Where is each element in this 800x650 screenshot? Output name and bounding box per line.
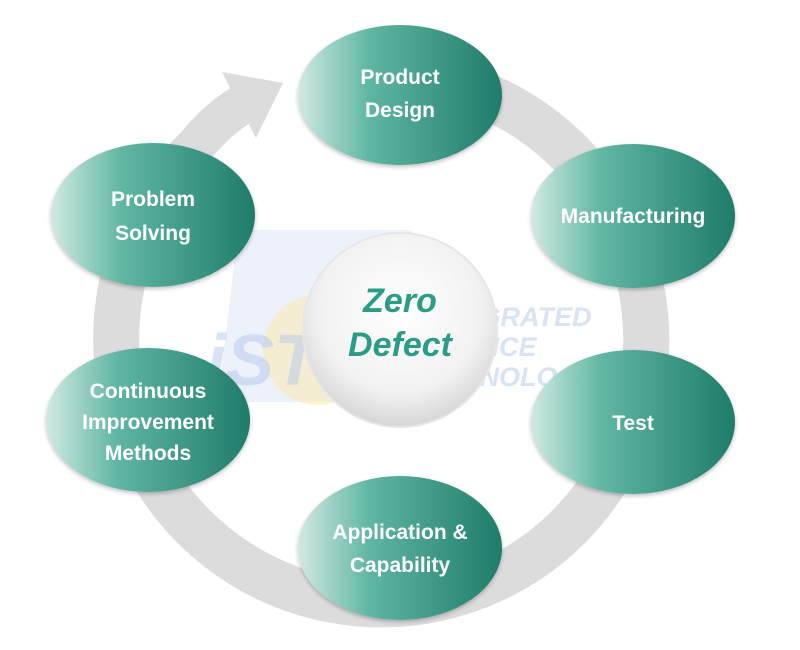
center-label-line-1: Zero [362, 282, 437, 320]
center-node: Zero Defect [302, 232, 498, 428]
node-manufacturing: Manufacturing [531, 144, 735, 288]
node-problem-solving-line-2: Solving [115, 222, 191, 245]
center-circle [302, 232, 498, 428]
node-application-capability-line-1: Application & [332, 521, 467, 544]
ring-arrow-head [222, 72, 283, 138]
node-application-capability: Application & Capability [298, 476, 502, 620]
node-problem-solving-line-1: Problem [111, 188, 195, 211]
node-problem-solving: Problem Solving [51, 143, 255, 287]
node-continuous-improvement-methods-line-2: Improvement [82, 411, 214, 434]
node-product-design-line-2: Design [365, 99, 435, 122]
node-continuous-improvement-methods: Continuous Improvement Methods [46, 348, 250, 492]
node-test: Test [531, 350, 735, 494]
node-product-design-line-1: Product [360, 66, 439, 89]
node-manufacturing-line-1: Manufacturing [561, 205, 706, 228]
center-label-line-2: Defect [348, 326, 454, 364]
node-application-capability-line-2: Capability [350, 554, 451, 577]
node-continuous-improvement-methods-line-3: Methods [105, 442, 191, 465]
node-product-design: Product Design [298, 25, 502, 165]
node-continuous-improvement-methods-line-1: Continuous [90, 380, 207, 403]
node-test-line-1: Test [612, 412, 654, 435]
